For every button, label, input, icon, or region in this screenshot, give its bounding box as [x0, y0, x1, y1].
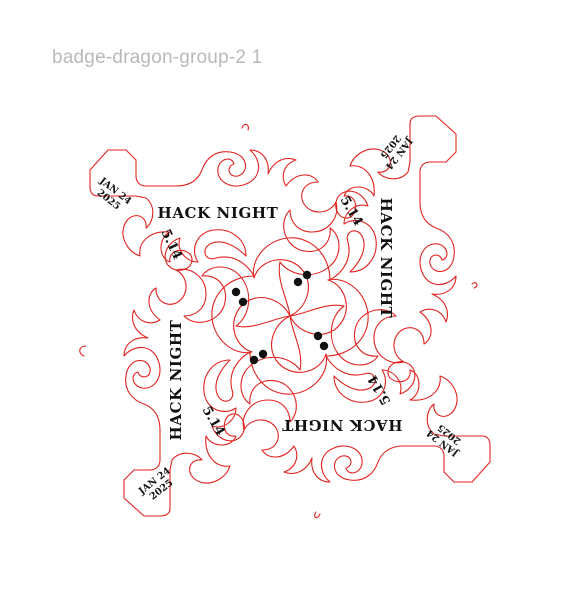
- eye-dot: [313, 331, 323, 341]
- title-bottom: HACK NIGHT: [281, 416, 402, 434]
- tail-swirl-left: [79, 345, 87, 357]
- eye-dot: [293, 277, 303, 287]
- date-top-left: JAN 24 2025: [95, 175, 134, 213]
- eye-dot: [258, 349, 268, 359]
- title-left: HACK NIGHT: [167, 319, 185, 440]
- number-top-right: 5.14: [337, 194, 366, 229]
- eye-dot: [319, 341, 329, 351]
- title-right: HACK NIGHT: [377, 198, 395, 319]
- frame-label[interactable]: badge-dragon-group-2 1: [52, 47, 263, 68]
- dragon-eyes: [231, 270, 329, 365]
- date-bottom-right: JAN 24 2025: [424, 422, 463, 460]
- eye-dot: [302, 270, 312, 280]
- title-top: HACK NIGHT: [158, 204, 279, 222]
- tail-swirl-right: [471, 282, 478, 289]
- tail-swirl-top: [241, 123, 249, 131]
- date-bottom-left: JAN 24 2025: [136, 465, 175, 502]
- eye-dot: [238, 297, 248, 307]
- tail-swirl-bottom: [314, 511, 321, 519]
- number-bottom-left: 5.14: [199, 404, 228, 439]
- eye-dot: [249, 355, 259, 365]
- eye-dot: [231, 287, 241, 297]
- dragon-piece-top-right: [252, 115, 457, 366]
- dragon-piece-top-left: [89, 149, 340, 354]
